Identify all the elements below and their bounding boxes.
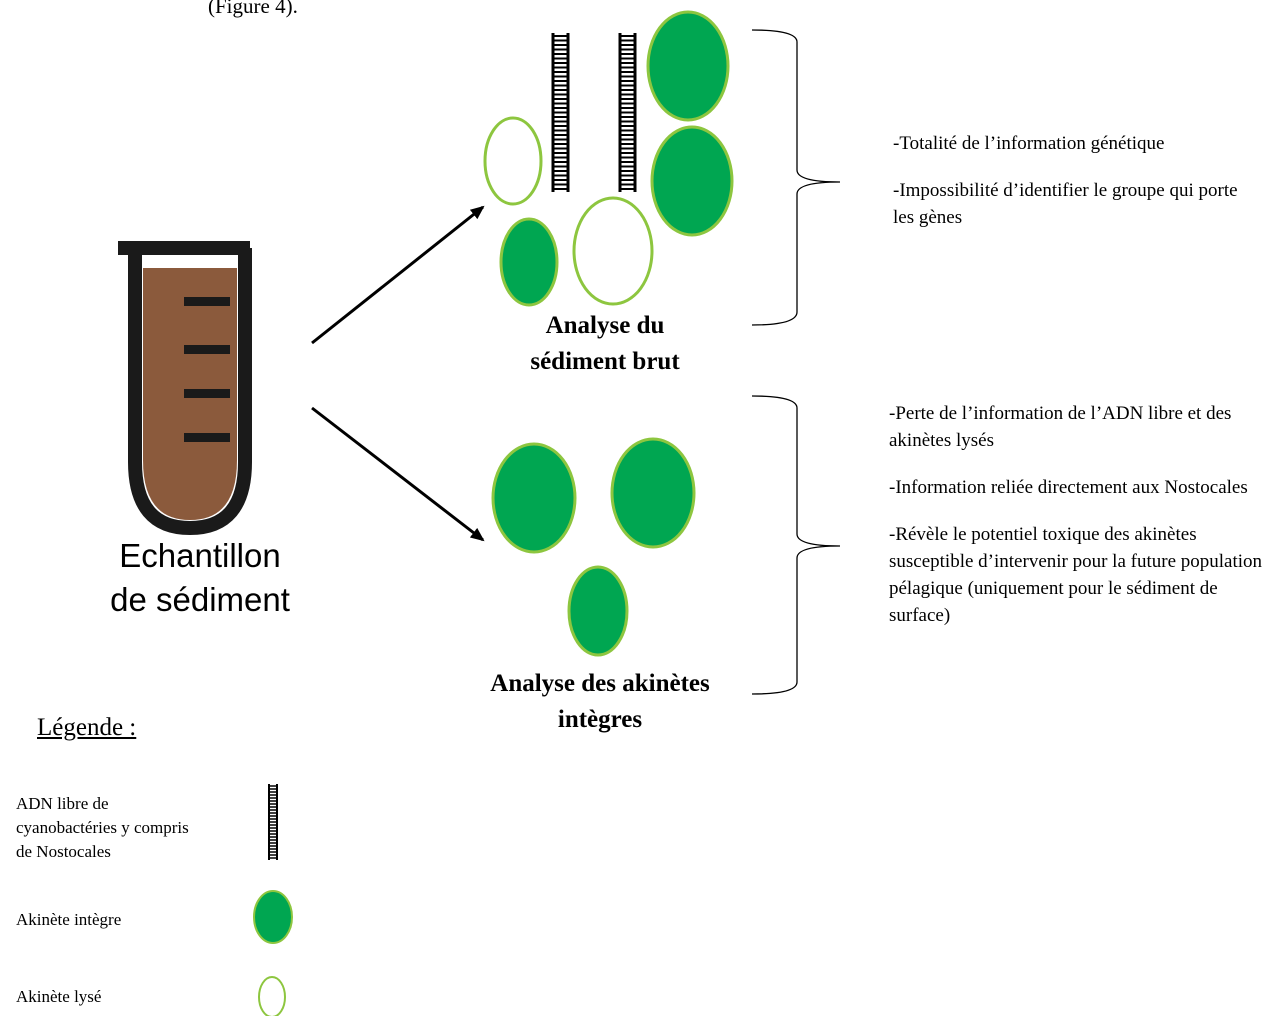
intact-akinete	[567, 565, 629, 657]
arrow-to-akinete-analysis	[311, 406, 485, 542]
lysed-akinete	[483, 116, 543, 206]
intact-akinete	[610, 437, 696, 549]
dna-ladder-icon	[618, 33, 637, 192]
tube-wall	[128, 248, 252, 535]
tube-rim	[118, 241, 250, 255]
arrow-to-raw-analysis	[311, 205, 485, 345]
test-tube-icon	[118, 241, 252, 535]
tube-graduation	[184, 297, 230, 306]
sample-label: Echantillon de sédiment	[100, 534, 300, 622]
intact-akinete	[491, 442, 577, 554]
sample-label-line1: Echantillon	[119, 537, 281, 574]
raw-analysis-title-line1: Analyse du	[545, 312, 665, 339]
legend-title: Légende :	[37, 714, 137, 741]
sample-label-line2: de sédiment	[110, 581, 290, 618]
raw-analysis-title: Analyse du sédiment brut	[470, 308, 740, 380]
intact-akinete	[499, 217, 559, 307]
dna-ladder-icon	[551, 33, 570, 192]
tube-graduation	[184, 345, 230, 354]
raw-analysis-title-line2: sédiment brut	[530, 348, 680, 375]
raw-analysis-note: -Impossibilité d’identifier le groupe qu…	[893, 180, 1238, 228]
tube-graduation	[184, 433, 230, 442]
raw-analysis-note: -Totalité de l’information génétique	[893, 133, 1165, 154]
lysed-akinete	[572, 196, 654, 306]
legend-item-free-dna: ADN libre de cyanobactéries y compris de…	[16, 794, 189, 861]
akinete-analysis-title-line1: Analyse des akinètes	[490, 670, 710, 697]
akinete-analysis-note: -Révèle le potentiel toxique des akinète…	[889, 524, 1263, 626]
intact-akinete	[646, 10, 730, 122]
legend-dna-ladder-icon	[268, 784, 278, 860]
akinete-analysis-note: -Information reliée directement aux Nost…	[889, 477, 1248, 498]
legend-item-lysed-akinete: Akinète lysé	[16, 987, 102, 1006]
akinete-analysis-title: Analyse des akinètes intègres	[440, 666, 760, 738]
intact-akinete	[650, 125, 734, 237]
tube-graduation	[184, 389, 230, 398]
akinete-analysis-note: -Perte de l’information de l’ADN libre e…	[889, 403, 1232, 451]
brace-akinete-analysis	[751, 395, 841, 695]
akinete-analysis-title-line2: intègres	[557, 706, 643, 733]
brace-raw-analysis	[751, 29, 841, 326]
legend-item-intact-akinete: Akinète intègre	[16, 910, 122, 929]
raw-analysis-notes: -Totalité de l’information génétique -Im…	[893, 130, 1263, 251]
legend-lysed-akinete-icon	[258, 976, 286, 1016]
akinete-analysis-notes: -Perte de l’information de l’ADN libre e…	[889, 400, 1275, 649]
legend-intact-akinete-icon	[253, 890, 293, 944]
header-cut-text: (Figure 4).	[208, 0, 298, 18]
